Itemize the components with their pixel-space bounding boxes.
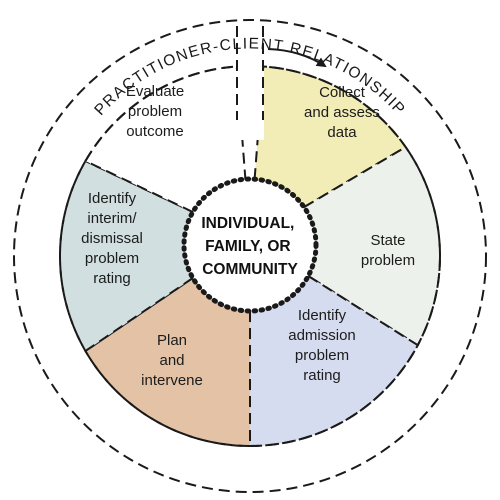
segment-label-line: Evaluate [126, 83, 184, 100]
segment-label-line: Collect [319, 84, 366, 101]
clockwise-arrow-icon [267, 48, 327, 68]
ring-gap [236, 62, 264, 140]
segment-label-line: problem [85, 250, 139, 267]
center-line-1: INDIVIDUAL, [201, 215, 294, 232]
segment-label-line: admission [288, 327, 356, 344]
segment-label-line: data [327, 124, 357, 141]
segment-admission [249, 274, 420, 448]
segment-label-interim: Identify interim/dismissal problem rating [81, 190, 143, 287]
segments-layer [59, 65, 441, 448]
segment-label-line: rating [303, 367, 341, 384]
segment-label-collect: Collect and assess data [304, 84, 380, 141]
segment-label-line: intervene [141, 372, 203, 389]
segment-label-plan: Plan and intervene [141, 332, 203, 389]
segment-label-state: State problem [361, 232, 415, 269]
segment-state [303, 145, 441, 347]
segment-label-line: Plan [157, 332, 187, 349]
segment-label-line: rating [93, 270, 131, 287]
segment-label-line: interim/ [87, 210, 137, 227]
segment-label-line: problem [128, 103, 182, 120]
segment-label-evaluate: Evaluate problem outcome [126, 83, 184, 140]
center-circle [181, 176, 319, 314]
segment-label-line: State [370, 232, 405, 249]
segment-label-line: Identify [298, 307, 347, 324]
segment-label-line: Identify [88, 190, 137, 207]
center-line-2: FAMILY, OR [205, 238, 291, 255]
segment-label-line: and assess [304, 104, 380, 121]
segment-label-line: outcome [126, 123, 184, 140]
segment-label-line: problem [361, 252, 415, 269]
segment-label-line: and [159, 352, 184, 369]
segment-label-line: problem [295, 347, 349, 364]
center-label: INDIVIDUAL, FAMILY, OR COMMUNITY [201, 215, 298, 278]
segment-label-admission: Identify admission problem rating [288, 307, 356, 384]
segment-label-line: dismissal [81, 230, 143, 247]
segment-plan [84, 276, 251, 448]
segment-interim [59, 159, 194, 353]
center-line-3: COMMUNITY [202, 261, 298, 278]
